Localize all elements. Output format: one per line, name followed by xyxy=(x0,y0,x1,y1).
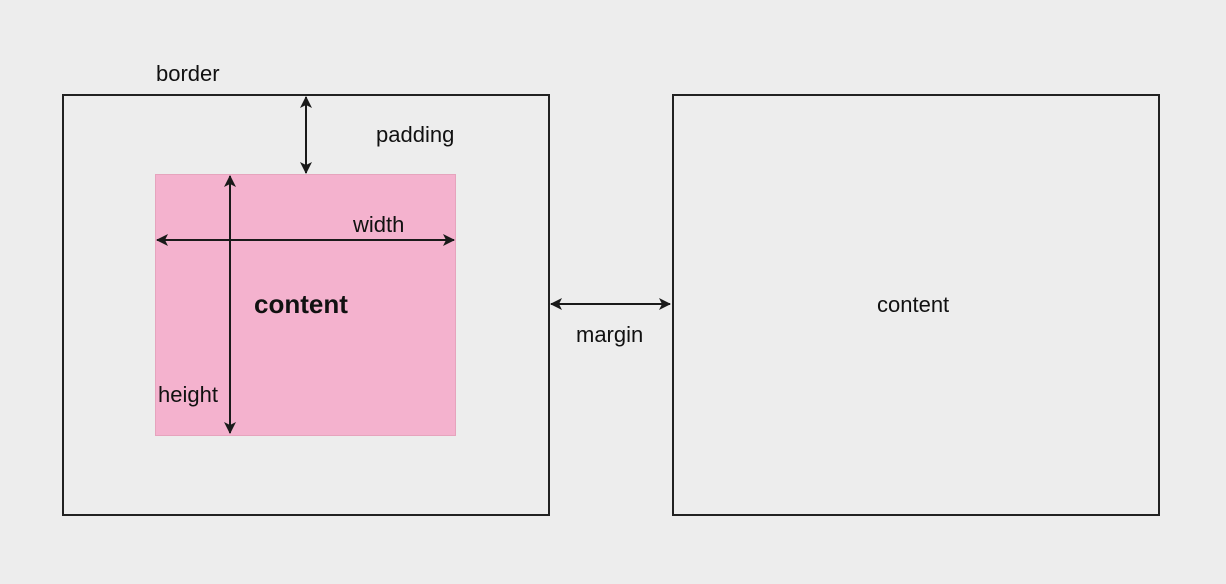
left-box-border xyxy=(62,94,550,516)
content-area xyxy=(155,174,456,436)
height-label: height xyxy=(158,382,218,407)
margin-label: margin xyxy=(576,322,644,347)
width-label: width xyxy=(353,212,405,237)
padding-label: padding xyxy=(376,122,455,147)
content-label-inner: content xyxy=(254,289,348,319)
content-label-outer: content xyxy=(877,292,950,317)
border-label: border xyxy=(156,61,220,86)
right-box xyxy=(672,94,1160,516)
